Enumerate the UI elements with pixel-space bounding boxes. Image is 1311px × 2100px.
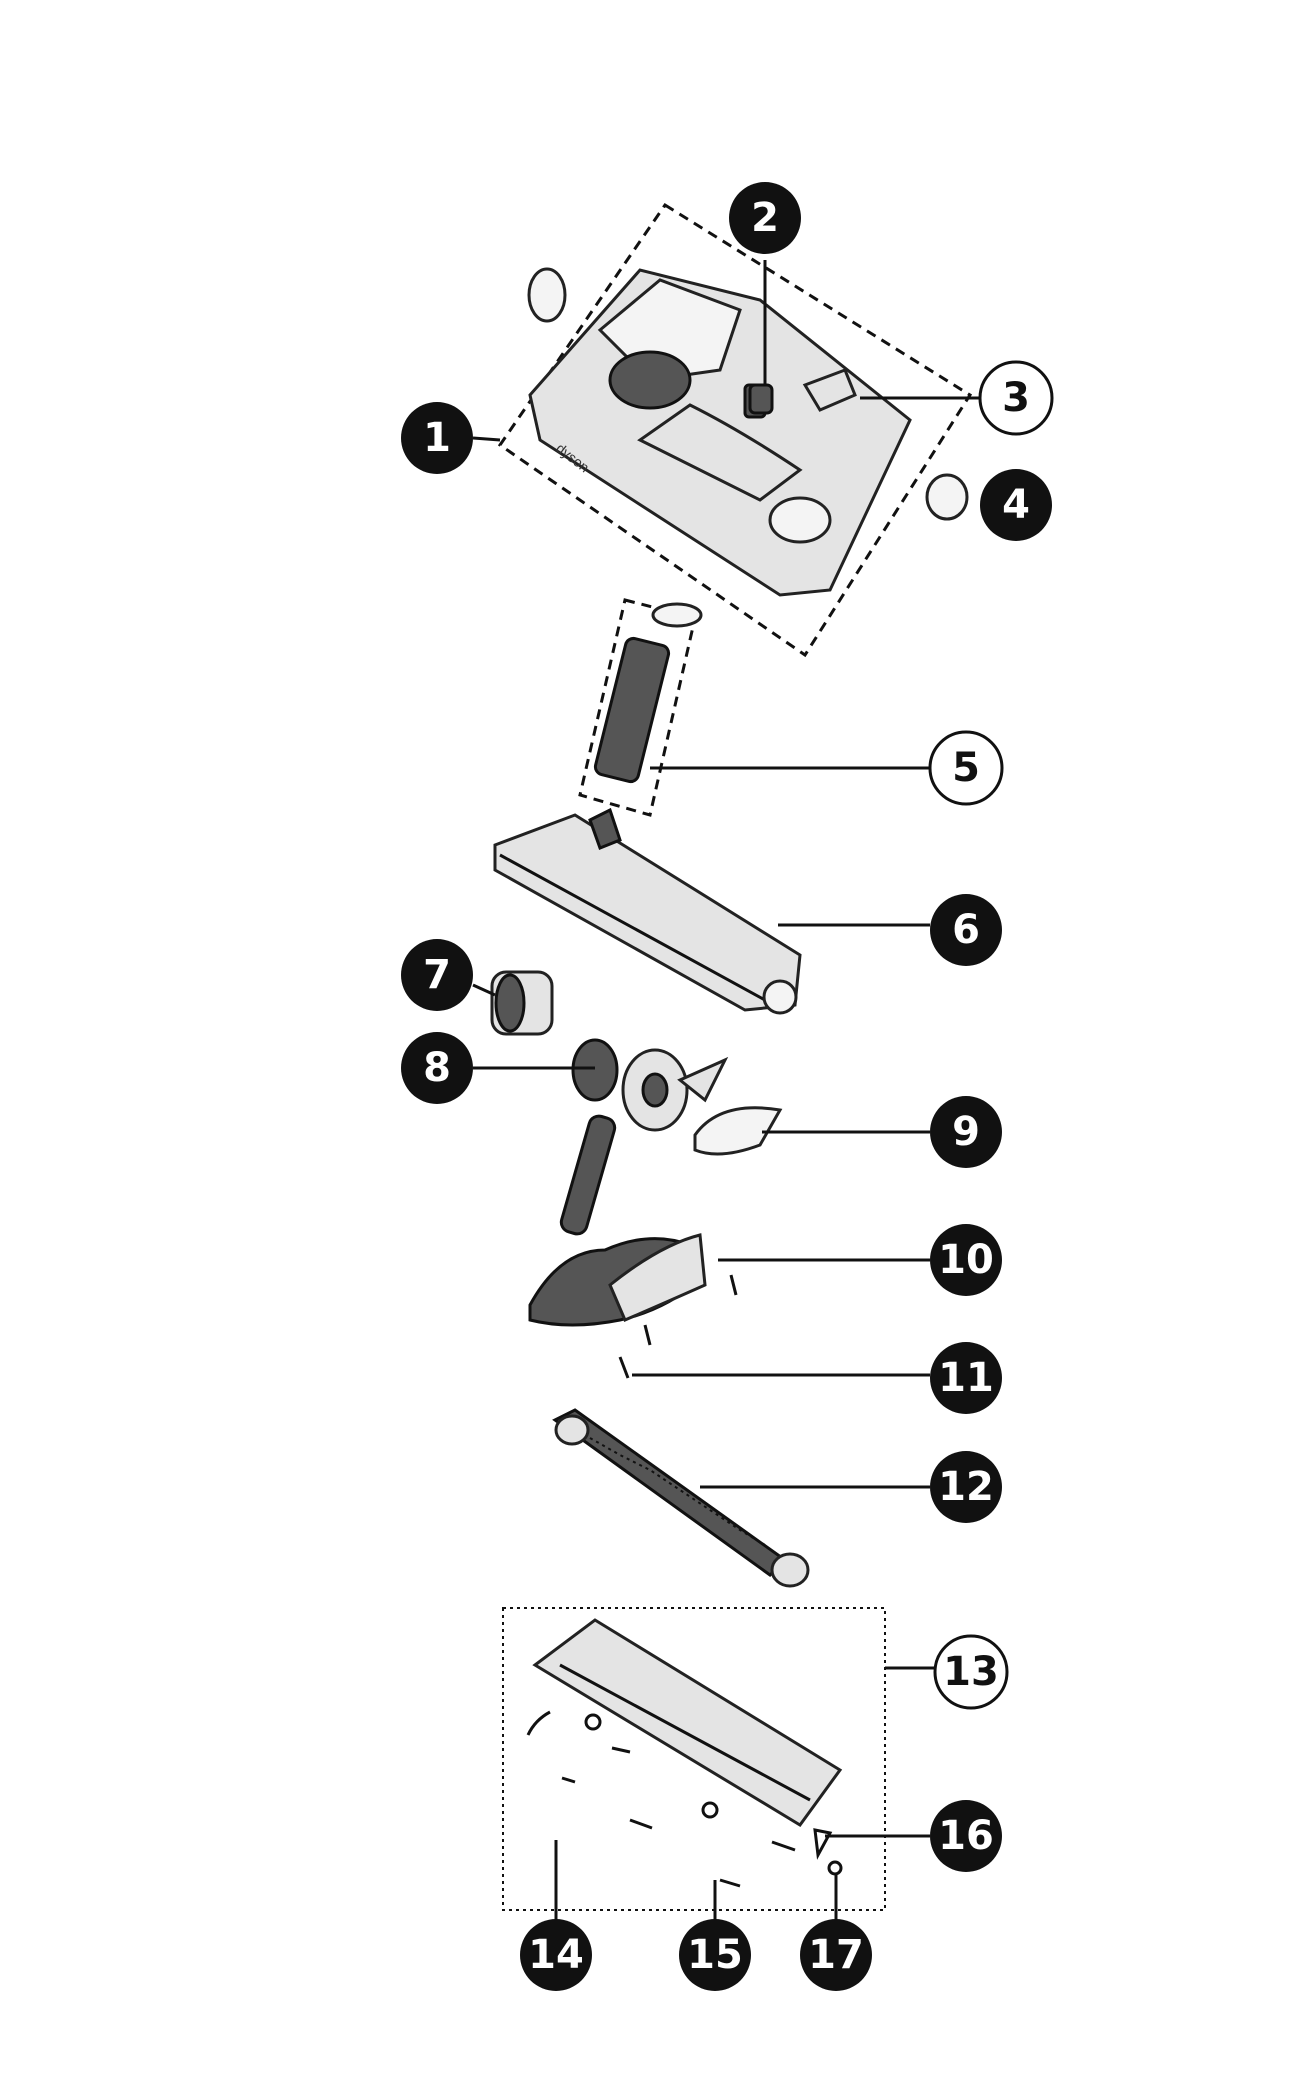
svg-text:17: 17: [808, 1932, 864, 1978]
spring-part-2: [748, 383, 774, 415]
svg-text:6: 6: [952, 907, 980, 953]
callout-13: 13: [933, 1634, 1009, 1710]
svg-text:2: 2: [751, 195, 779, 241]
svg-text:8: 8: [423, 1045, 451, 1091]
callout-16: 16: [930, 1800, 1002, 1872]
clutch-part-8: [559, 1038, 729, 1236]
callout-11: 11: [930, 1342, 1002, 1414]
housing-part-10: [528, 1233, 707, 1327]
svg-text:4: 4: [1002, 482, 1030, 528]
small-parts-group: [526, 1710, 843, 1888]
group-box-part-1: [497, 202, 973, 658]
svg-text:13: 13: [943, 1649, 999, 1695]
svg-text:14: 14: [528, 1932, 584, 1978]
svg-text:10: 10: [938, 1237, 994, 1283]
callout-2: 2: [729, 182, 801, 254]
group-box-part-5: [578, 598, 697, 817]
svg-text:3: 3: [1002, 375, 1030, 421]
callout-15: 15: [679, 1919, 751, 1991]
callout-14: 14: [520, 1919, 592, 1991]
callout-10: 10: [930, 1224, 1002, 1296]
svg-text:12: 12: [938, 1464, 994, 1510]
hose-part: [593, 602, 703, 784]
callout-5: 5: [928, 730, 1004, 806]
left-washer: [527, 267, 567, 323]
callout-8: 8: [401, 1032, 473, 1104]
svg-text:1: 1: [423, 415, 451, 461]
leader-lines: [472, 260, 980, 1920]
base-plate-part-13: [532, 1618, 843, 1827]
clip-part-3: [802, 368, 857, 412]
callout-3: 3: [978, 360, 1054, 436]
callout-17: 17: [800, 1919, 872, 1991]
svg-text:16: 16: [938, 1813, 994, 1859]
callout-9: 9: [930, 1096, 1002, 1168]
callout-1: 1: [401, 402, 473, 474]
svg-text:7: 7: [423, 952, 451, 998]
svg-text:15: 15: [687, 1932, 743, 1978]
screw-group-part-11: [618, 1274, 738, 1379]
callout-7: 7: [401, 939, 473, 1011]
svg-text:5: 5: [952, 745, 980, 791]
svg-text:11: 11: [938, 1355, 994, 1401]
right-washer-part-4: [925, 473, 969, 521]
tab-part-9: [693, 1106, 783, 1156]
housing-part: dyson: [528, 268, 912, 597]
end-cap-part-7: [490, 970, 554, 1036]
callout-12: 12: [930, 1451, 1002, 1523]
svg-text:9: 9: [952, 1109, 980, 1155]
sole-plate-part-6: [493, 807, 802, 1015]
group-box-part-13: [502, 1607, 886, 1911]
callout-6: 6: [930, 894, 1002, 966]
brushbar-part-12: [552, 1408, 810, 1588]
callout-4: 4: [980, 469, 1052, 541]
